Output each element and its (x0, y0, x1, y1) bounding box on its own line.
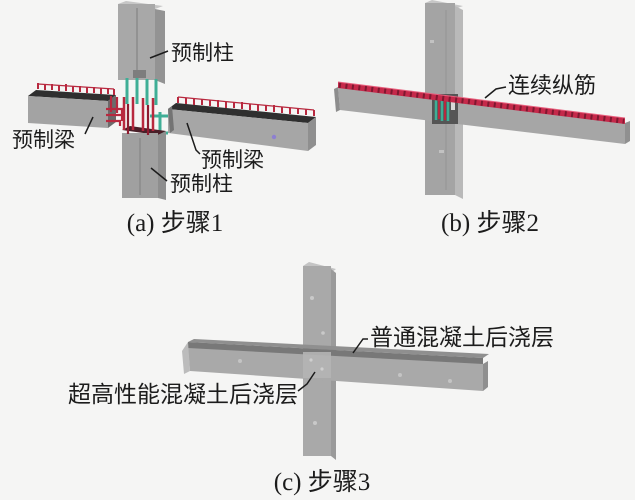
beam-right-end (483, 361, 488, 391)
label-uhpc-layer: 超高性能混凝土后浇层 (68, 382, 298, 407)
leader-normal-layer (352, 338, 368, 354)
rebar-line (177, 96, 315, 111)
column-notch (133, 70, 146, 78)
leader-left-beam (84, 116, 94, 135)
label-left-beam: 预制梁 (12, 128, 75, 152)
stirrup-hooks (37, 83, 115, 95)
beam-left-end (182, 342, 190, 374)
postcast-top-surface (188, 339, 489, 358)
beam-top-face (28, 90, 116, 101)
leader-bottom-column (150, 167, 168, 182)
beam-front-face (338, 87, 625, 144)
panel-c-step3: 普通混凝土后浇层 超高性能混凝土后浇层 (c) 步骤3 (68, 262, 554, 496)
leader-top-column (149, 50, 169, 59)
precast-column-bottom (122, 97, 166, 200)
beam-right-end (625, 121, 630, 144)
texture-speck (320, 367, 324, 371)
pocket-green-bars (434, 98, 450, 121)
texture-speck (430, 40, 434, 43)
column-side-face (158, 131, 166, 200)
label-top-column: 预制柱 (171, 41, 234, 65)
beam-front-face (28, 96, 108, 128)
texture-speck (398, 373, 402, 377)
precast-column-top (118, 1, 165, 84)
texture-speck (439, 150, 444, 153)
label-right-beam: 预制梁 (201, 148, 264, 172)
precast-beam-right (168, 96, 316, 151)
uhpc-joint-patch (303, 352, 331, 378)
precast-beam-left (28, 83, 124, 128)
panel-b-step2: 连续纵筋 (b) 步骤2 (334, 0, 630, 237)
texture-speck (448, 379, 452, 383)
caption-step1: (a) 步骤1 (127, 209, 224, 237)
texture-speck (309, 358, 313, 362)
panel-a-step1: 预制柱 预制梁 预制梁 预制柱 (a) 步骤1 (12, 1, 316, 237)
leader-continuous-rebar (484, 86, 507, 99)
texture-speck (238, 359, 242, 363)
texture-speck (313, 421, 317, 425)
label-normal-layer: 普通混凝土后浇层 (370, 325, 554, 350)
beam-top-face (168, 103, 316, 123)
beam-front-face (188, 348, 483, 391)
marker-dot (271, 134, 277, 140)
red-dowel-bars (122, 97, 155, 131)
label-bottom-column: 预制柱 (170, 172, 233, 196)
beam-end-face (308, 117, 316, 151)
postcast-layer-strip (188, 342, 483, 365)
pocket-speck (451, 100, 455, 110)
protruding-hooks (109, 96, 119, 113)
rebar-line (37, 83, 115, 90)
beam-with-rebar (334, 81, 630, 144)
beam-front-face (168, 109, 308, 151)
stirrup-hooks (177, 97, 315, 116)
texture-speck (321, 331, 325, 335)
leader-uhpc-layer (297, 371, 316, 392)
texture-speck (310, 296, 314, 300)
beam-left-end (168, 106, 174, 133)
stirrup-ticks (338, 82, 625, 124)
leader-right-beam (186, 122, 201, 155)
column-side-face (155, 9, 165, 84)
caption-step3: (c) 步骤3 (274, 468, 371, 496)
label-continuous-rebar: 连续纵筋 (508, 73, 596, 98)
teal-dowel-bars (125, 78, 158, 105)
red-dowel-bars-front (126, 104, 150, 135)
beam-left-end (334, 87, 340, 112)
caption-step2: (b) 步骤2 (441, 209, 539, 237)
cast-beam (182, 339, 489, 391)
rebar-highlight (337, 81, 626, 119)
